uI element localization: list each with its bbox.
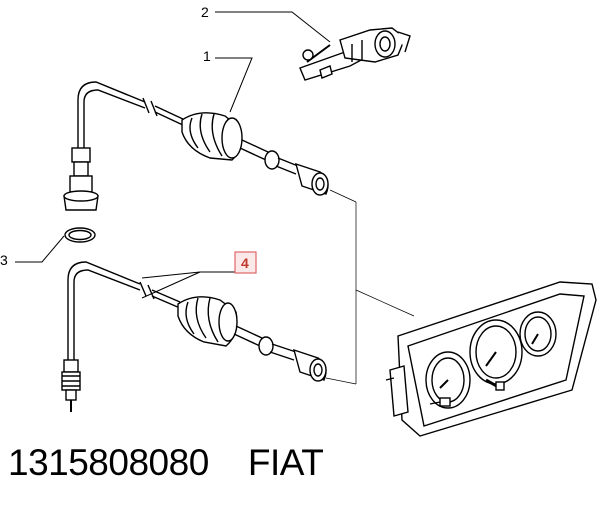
brand-name: FIAT xyxy=(247,442,324,483)
sensor-bracket-part xyxy=(299,27,411,81)
upper-speedometer-cable xyxy=(63,81,329,211)
assembly-guide-lines xyxy=(325,189,415,385)
callout-4: 4 xyxy=(241,255,249,271)
callout-1: 1 xyxy=(203,48,211,64)
lower-speedometer-cable xyxy=(61,261,327,412)
part-caption: 1315808080 FIAT xyxy=(8,442,598,484)
instrument-cluster xyxy=(385,281,597,437)
leader-lines xyxy=(15,11,331,299)
callout-2: 2 xyxy=(201,4,209,20)
callout-4-highlight-box xyxy=(234,251,257,274)
callout-3: 3 xyxy=(0,252,8,268)
o-ring-seal xyxy=(64,227,96,243)
part-number: 1315808080 xyxy=(8,442,209,483)
